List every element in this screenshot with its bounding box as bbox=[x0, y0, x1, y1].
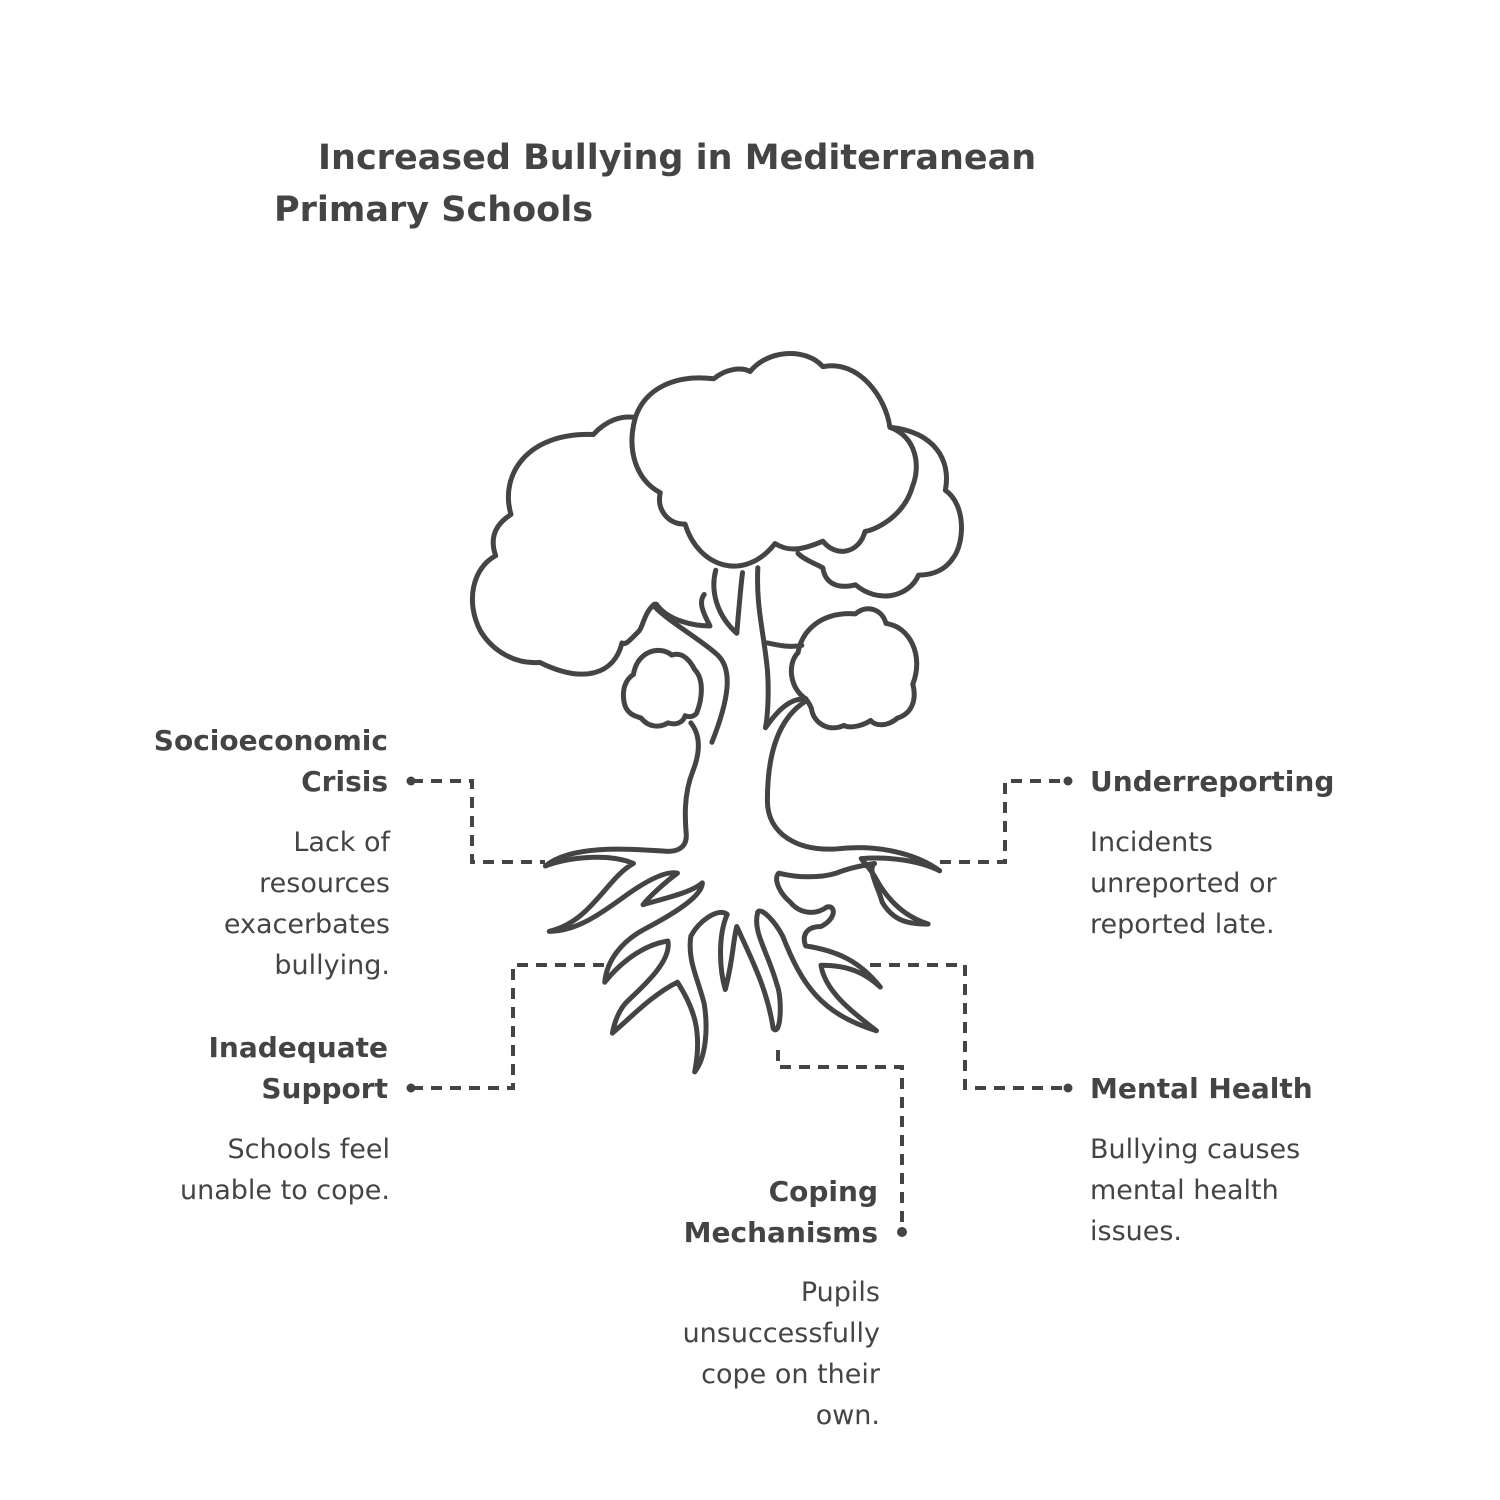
trunk-left bbox=[545, 723, 698, 866]
label-line: Mechanisms bbox=[683, 1216, 878, 1249]
desc-line: mental health bbox=[1090, 1175, 1279, 1206]
title-line-2: Primary Schools bbox=[274, 190, 594, 230]
connector-mental bbox=[870, 963, 1066, 1090]
connector-coping bbox=[776, 1050, 904, 1230]
desc-line: Pupils bbox=[800, 1277, 880, 1308]
roots bbox=[545, 857, 939, 1072]
trunk-right bbox=[758, 568, 940, 871]
connector-dot-coping bbox=[897, 1227, 907, 1237]
desc-line: unable to cope. bbox=[180, 1175, 390, 1206]
label-mental-health: Mental Health bbox=[1090, 1068, 1313, 1109]
desc-line: Schools feel bbox=[227, 1134, 390, 1165]
desc-line: exacerbates bbox=[223, 909, 390, 940]
label-line: Underreporting bbox=[1090, 765, 1335, 798]
label-inadequate-support: Inadequate Support bbox=[208, 1027, 388, 1109]
desc-line: cope on their bbox=[701, 1359, 880, 1390]
connectors bbox=[412, 779, 1066, 1230]
desc-inadequate-support: Schools feel unable to cope. bbox=[180, 1129, 390, 1211]
desc-line: Lack of bbox=[293, 827, 390, 858]
label-line: Mental Health bbox=[1090, 1072, 1313, 1105]
desc-line: resources bbox=[259, 868, 390, 899]
canopy-left bbox=[472, 417, 654, 674]
connector-underreporting bbox=[940, 779, 1066, 864]
connector-dot-mental bbox=[1063, 1083, 1073, 1093]
label-line: Inadequate bbox=[208, 1031, 388, 1064]
desc-socioeconomic-crisis: Lack of resources exacerbates bullying. bbox=[224, 822, 390, 986]
desc-underreporting: Incidents unreported or reported late. bbox=[1090, 822, 1277, 945]
connector-dot-inadequate bbox=[406, 1083, 416, 1093]
label-line: Coping bbox=[768, 1175, 878, 1208]
desc-line: Incidents bbox=[1090, 827, 1213, 858]
desc-line: reported late. bbox=[1090, 909, 1275, 940]
tree-icon bbox=[472, 354, 961, 1072]
canopy-small-left bbox=[623, 650, 701, 726]
label-line: Socioeconomic bbox=[153, 724, 388, 757]
label-line: Support bbox=[261, 1072, 388, 1105]
connector-socioeconomic bbox=[412, 779, 545, 864]
connector-dot-socioeconomic bbox=[406, 776, 416, 786]
label-line: Crisis bbox=[301, 765, 388, 798]
desc-line: own. bbox=[815, 1400, 880, 1431]
desc-line: unsuccessfully bbox=[682, 1318, 880, 1349]
desc-mental-health: Bullying causes mental health issues. bbox=[1090, 1129, 1300, 1252]
title-line-1: Increased Bullying in Mediterranean bbox=[318, 138, 1037, 178]
desc-line: issues. bbox=[1090, 1216, 1183, 1247]
branch-mid bbox=[656, 570, 742, 633]
desc-line: bullying. bbox=[274, 950, 390, 981]
desc-line: Bullying causes bbox=[1090, 1134, 1301, 1165]
label-coping-mechanisms: Coping Mechanisms bbox=[684, 1171, 878, 1253]
canopy-main bbox=[632, 354, 916, 567]
branch-left bbox=[654, 607, 727, 743]
label-underreporting: Underreporting bbox=[1090, 761, 1334, 802]
label-socioeconomic-crisis: Socioeconomic Crisis bbox=[154, 720, 388, 802]
connector-dot-underreporting bbox=[1063, 776, 1073, 786]
desc-line: unreported or bbox=[1090, 868, 1277, 899]
connector-inadequate bbox=[412, 963, 605, 1090]
canopy-small-right bbox=[791, 609, 916, 728]
desc-coping-mechanisms: Pupils unsuccessfully cope on their own. bbox=[683, 1272, 880, 1436]
